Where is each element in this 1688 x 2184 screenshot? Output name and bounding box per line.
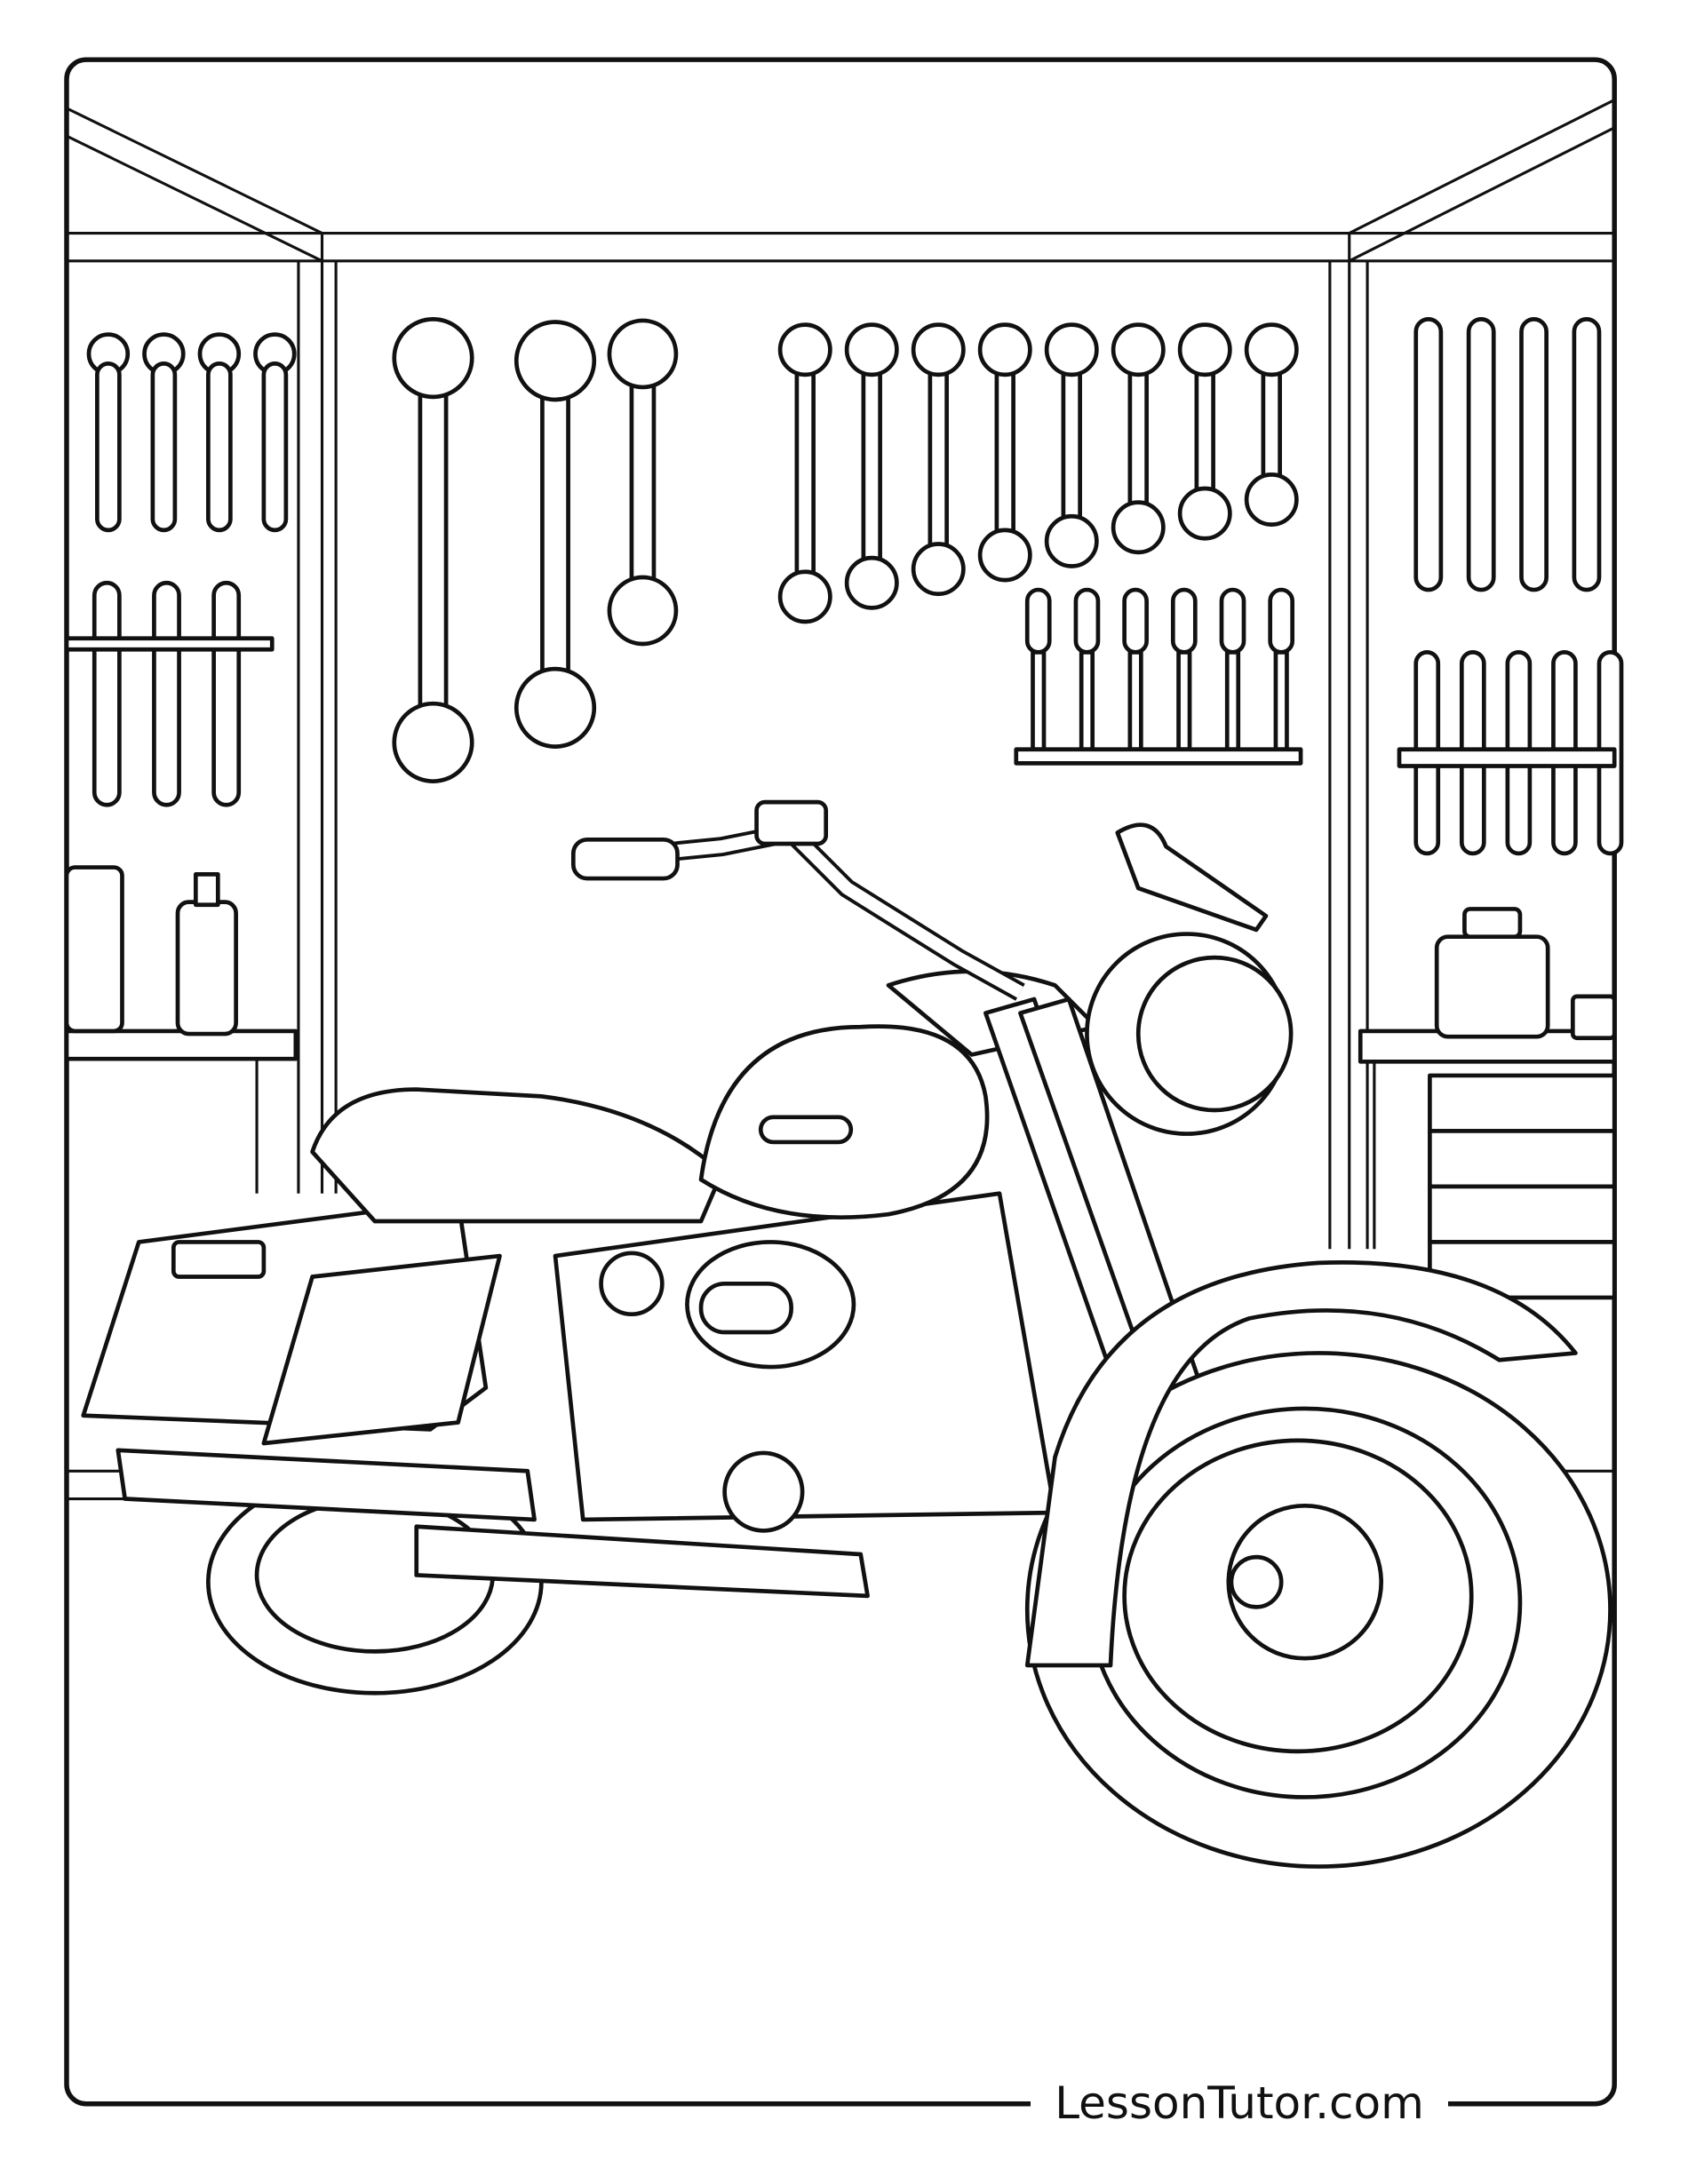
watermark-lessontutor: LessonTutor.com (1031, 2077, 1448, 2130)
wrench-head (1244, 473, 1299, 527)
right-mirror (1115, 822, 1269, 933)
front-wheel (1024, 1351, 1612, 1869)
screwdriver-icon (1170, 587, 1198, 655)
tool-wall (64, 317, 1624, 856)
screwdriver-icon (1073, 587, 1101, 655)
file-tool-icon (1413, 317, 1444, 592)
wrench-head (392, 317, 474, 400)
wrench-head (1177, 486, 1232, 541)
screwdriver-icon (1219, 587, 1246, 655)
screwdriver-shaft (1176, 650, 1192, 752)
wrench-head (1177, 322, 1232, 377)
screwdriver-icon (1024, 587, 1052, 655)
motorcycle (81, 799, 1612, 1869)
wrench-head (911, 322, 966, 377)
file-tool-icon (1466, 317, 1496, 592)
seat (310, 1087, 724, 1224)
wrench-head (844, 322, 899, 377)
wrench-icon (861, 347, 882, 585)
wrench-head (607, 575, 679, 647)
jar (1434, 934, 1550, 1039)
tool-rack (64, 636, 275, 652)
wrench-icon (540, 358, 570, 711)
screwdriver-shaft (1127, 650, 1143, 752)
wrench-head (844, 555, 899, 610)
file-tool-icon (1572, 317, 1602, 592)
wrench-head (777, 322, 832, 377)
wrench-head (777, 569, 832, 624)
wrench-head (392, 701, 474, 784)
wrench-icon (794, 347, 816, 600)
brake-disc (1226, 1503, 1384, 1661)
tool-icon (95, 361, 122, 533)
screwdriver-icon (1122, 587, 1149, 655)
tool-rack (1397, 747, 1617, 768)
wrench-head (1044, 513, 1099, 568)
screwdriver-icon (1268, 587, 1295, 655)
wrench-icon (418, 355, 449, 745)
wrench-head (1244, 322, 1299, 377)
tank-badge (758, 1115, 854, 1145)
lower-exhaust (414, 1524, 870, 1599)
garage-walls (66, 99, 1615, 1501)
bottle (175, 900, 238, 1036)
front-fender (1024, 1260, 1578, 1668)
chisel-icon (211, 580, 242, 807)
oil-can (64, 865, 124, 1034)
wrench-icon (994, 347, 1015, 558)
screwdriver-shaft (1079, 650, 1095, 752)
chisel-icon (92, 580, 122, 807)
wrench-head (977, 528, 1032, 583)
file-tool-icon (1519, 317, 1549, 592)
right-workbench (1358, 907, 1617, 1300)
wrench-head (911, 542, 966, 597)
wrench-head (1044, 322, 1099, 377)
wrench-icon (629, 352, 657, 613)
tool-icon (206, 361, 233, 533)
wrench-head (1111, 500, 1166, 555)
exhaust-pipe (115, 1448, 537, 1522)
tool-rack (1014, 747, 1303, 766)
wrench-head (977, 322, 1032, 377)
wrench-icon (1061, 347, 1082, 544)
left-grip (570, 837, 680, 881)
screwdriver-shaft (1224, 650, 1241, 752)
wrench-head (607, 318, 679, 390)
wrench-icon (928, 347, 949, 571)
tool-icon (261, 361, 289, 533)
screwdriver-shaft (1273, 650, 1289, 752)
wrench-head (514, 666, 597, 749)
screwdriver-shaft (1031, 650, 1047, 752)
wrench-head (1111, 322, 1166, 377)
tool-icon (150, 361, 178, 533)
wrench-head (514, 320, 597, 402)
left-workbench (64, 865, 299, 1194)
chisel-icon (152, 580, 181, 807)
